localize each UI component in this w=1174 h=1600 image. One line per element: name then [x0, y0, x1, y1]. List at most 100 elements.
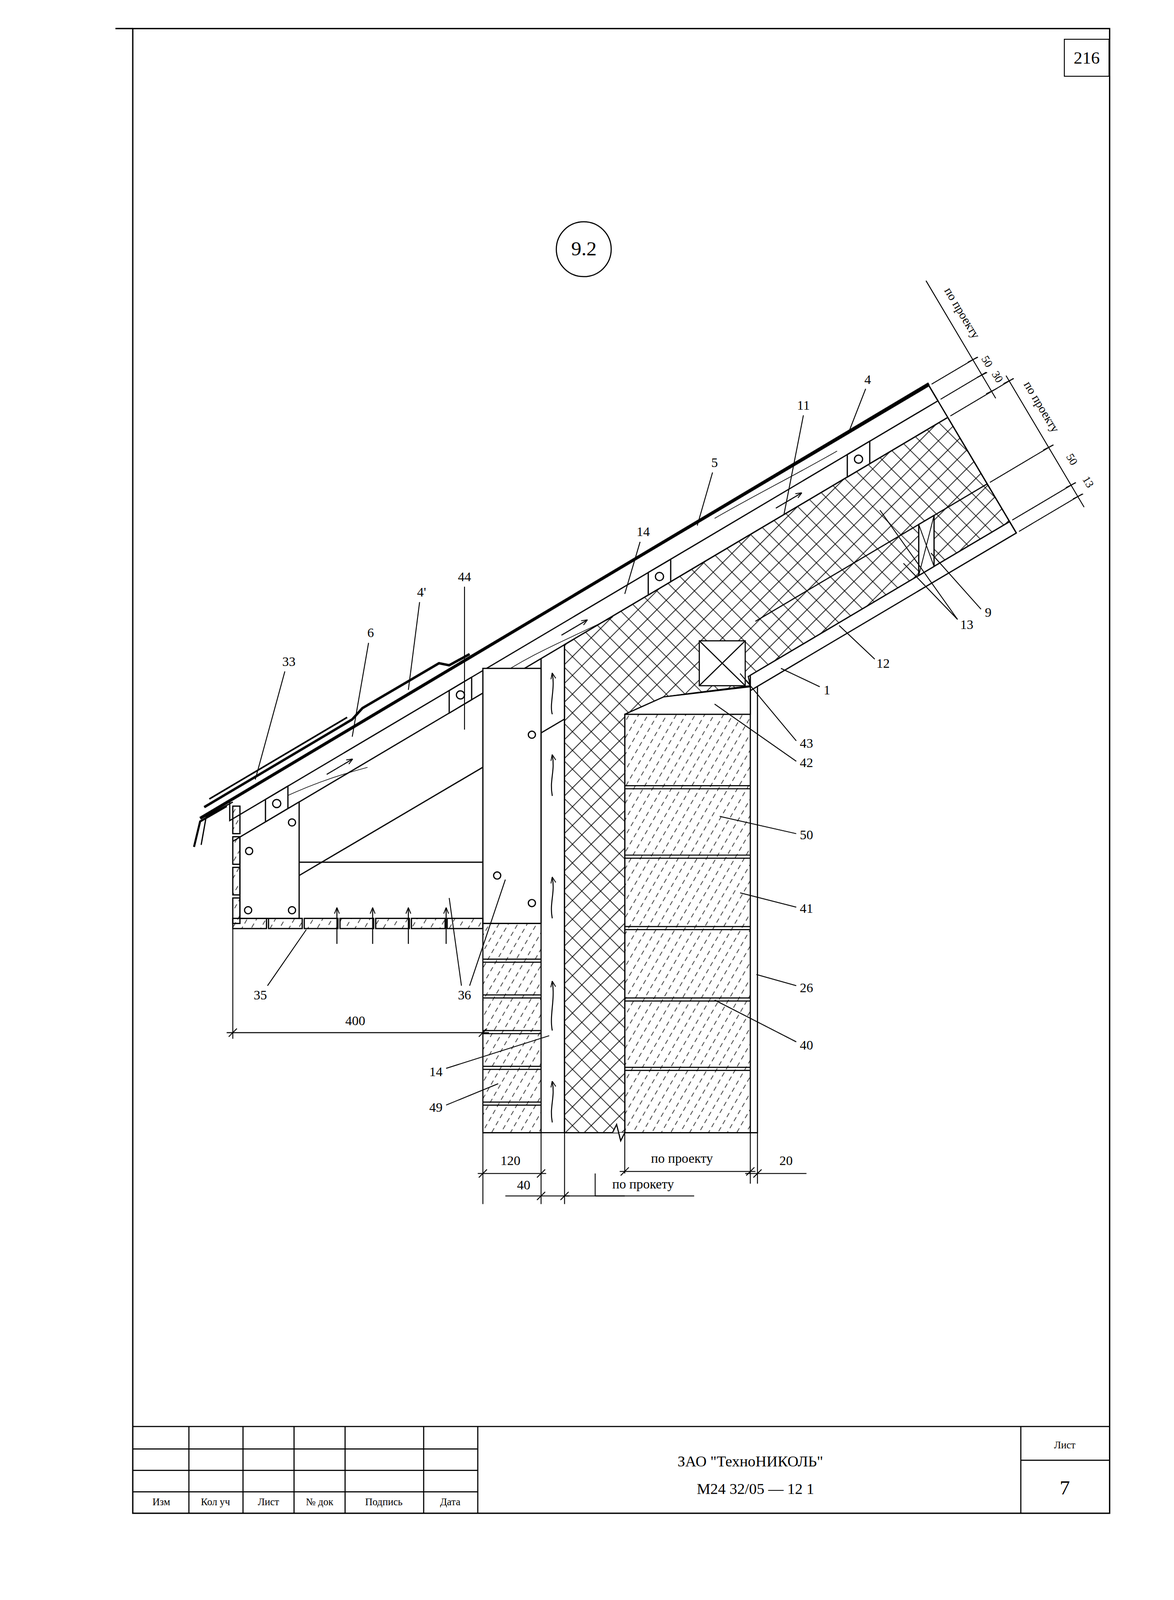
roof-lining: [750, 521, 1017, 692]
block-wall: [624, 1070, 751, 1072]
callout-number: 1: [822, 682, 832, 698]
leader-line: [849, 389, 866, 432]
eave-boards: [245, 847, 253, 855]
rafter-overhang: [232, 417, 948, 1133]
dimension-line: [926, 280, 996, 399]
title-block: [477, 1427, 478, 1514]
dimension-line: [228, 1029, 237, 1038]
dimension-text: 50: [1062, 450, 1081, 469]
callout-number: 14: [635, 524, 651, 539]
roof-lining: [750, 515, 1017, 691]
eave-boards: [493, 872, 502, 880]
insulation: [564, 417, 1010, 1133]
leader-line: [445, 1035, 549, 1069]
leader-line: [469, 879, 506, 986]
callout-number: 13: [958, 617, 975, 632]
dimension-line: [967, 357, 979, 363]
roof-lining: [918, 515, 934, 576]
leader-line: [255, 671, 286, 780]
roofing: [204, 654, 470, 808]
block-wall: [624, 785, 751, 1071]
brick-veneer: [482, 1104, 542, 1106]
dimension-line: [226, 1032, 489, 1034]
block-wall: [624, 858, 751, 859]
leader-line: [408, 602, 420, 690]
leader-line: [714, 704, 797, 762]
leader-line: [880, 510, 958, 620]
roof-deck: [272, 799, 281, 808]
title-block: [132, 1470, 478, 1472]
callout-number: 50: [798, 827, 815, 843]
dimension-line: [619, 1171, 756, 1173]
eave-boards: [339, 918, 374, 929]
block-wall: [624, 997, 751, 999]
circle-outline: [556, 221, 612, 277]
eave-boards: [240, 802, 300, 919]
title-block: [132, 1427, 1110, 1514]
title-block: [1020, 1460, 1110, 1462]
air-flow-arrow: [551, 755, 554, 796]
dimension-text: по проекту: [649, 1151, 715, 1166]
dimension-line: [745, 1173, 807, 1175]
brick-veneer: [482, 994, 542, 996]
leader-line: [255, 389, 982, 1106]
node-text: 216: [1073, 48, 1100, 68]
dimension-line: [595, 1195, 695, 1197]
dimension-line: [540, 1132, 542, 1205]
rafter-overhang: [232, 417, 948, 842]
dimension-line: [478, 1029, 488, 1038]
air-flow-arrow: [561, 620, 588, 636]
dimension-line: [620, 1167, 629, 1176]
title-block: [132, 1491, 478, 1493]
title-block: [344, 1427, 346, 1514]
leader-line: [464, 586, 465, 730]
sheet-frame: [115, 28, 1110, 1514]
leader-line: [903, 563, 958, 620]
brick-veneer: [482, 997, 542, 999]
eave-boards: [304, 918, 339, 929]
insulation: [564, 417, 1010, 1133]
brick-veneer: [482, 923, 758, 1142]
title-block: [1020, 1427, 1021, 1514]
leader-line: [714, 1000, 797, 1043]
title-block-cell: Подпись: [363, 1497, 404, 1509]
eave-boards: [232, 806, 241, 835]
dimension-text: по проекту: [1020, 378, 1063, 437]
dimension-text: 30: [988, 367, 1007, 386]
block-wall: [624, 640, 758, 1133]
dimension-text: 400: [343, 1013, 367, 1029]
eave-boards: [232, 918, 483, 929]
brick-veneer: [482, 1066, 542, 1068]
leader-line: [740, 893, 797, 908]
brick-veneer: [482, 959, 542, 1106]
air-flow-arrow: [326, 759, 353, 775]
sheet-frame: [115, 27, 133, 30]
block-wall: [750, 686, 758, 1134]
roof-lining: [918, 515, 934, 576]
eave-boards: [232, 836, 241, 865]
dimension-text: 50: [978, 352, 996, 371]
dimension-line: [1065, 482, 1077, 488]
dimension-line: [482, 1132, 484, 1205]
callout-number: 11: [795, 398, 812, 413]
callout-number: 4: [863, 372, 873, 387]
node-text: 9.2: [570, 237, 597, 261]
leader-line: [697, 472, 713, 526]
title-block: [132, 1448, 478, 1450]
title-block-cell: Дата: [438, 1497, 462, 1509]
roof-deck: [265, 451, 837, 807]
title-block: [188, 1427, 190, 1514]
title-block-cell: № док: [304, 1497, 335, 1509]
callout-number: 9: [983, 605, 994, 620]
eave-boards: [232, 867, 241, 896]
title-block-cell: Лист: [1052, 1439, 1077, 1452]
block-wall: [624, 929, 751, 931]
callout-number: 36: [456, 988, 473, 1003]
dimension-line: [1072, 494, 1084, 500]
eave-boards: [375, 918, 410, 929]
dimension-line: [1019, 494, 1083, 532]
dimension-line: [505, 1195, 570, 1197]
roofing: [199, 383, 929, 819]
roofing: [194, 383, 929, 848]
